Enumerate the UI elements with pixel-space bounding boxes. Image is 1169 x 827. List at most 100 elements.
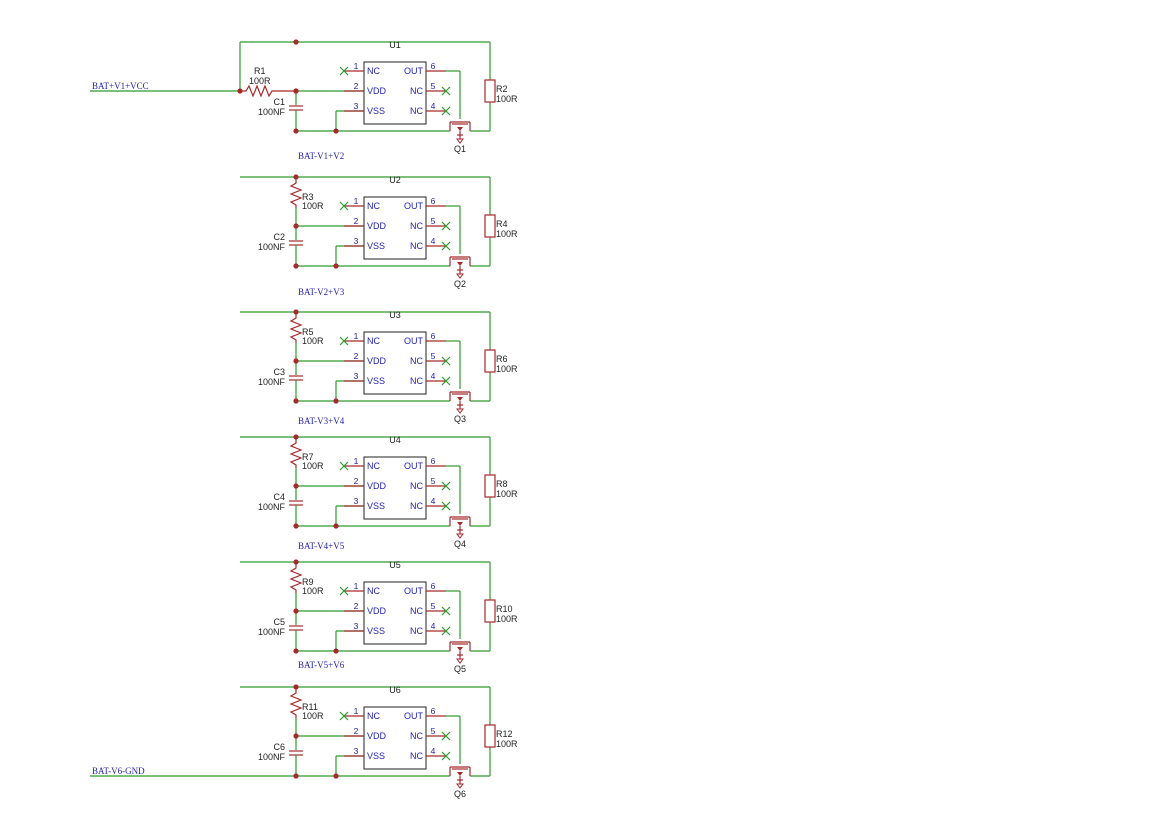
cap-ref: C3 xyxy=(273,367,285,377)
junction-dot xyxy=(293,684,299,690)
mosfet-arrow-icon xyxy=(456,138,464,144)
pin-name-left: VDD xyxy=(367,606,387,616)
no-connect-icon xyxy=(339,461,349,471)
pin-name-left: NC xyxy=(367,201,380,211)
mosfet-diode-icon xyxy=(457,647,463,651)
mosfet-arrow-icon xyxy=(456,658,464,664)
pin-num-left: 3 xyxy=(354,101,359,111)
resistor-r11 xyxy=(289,690,303,718)
input-net: BAT+V1+VCC xyxy=(90,81,240,92)
resistor-r12 xyxy=(484,724,496,748)
pin-num-left: 1 xyxy=(354,61,359,71)
junction-dot xyxy=(293,263,299,269)
junction-dot xyxy=(237,88,243,94)
resistor-r1: R1 100R xyxy=(240,66,296,98)
rin-value: 100R xyxy=(302,586,324,596)
rout-ref: R6 xyxy=(496,354,508,364)
cap-ref: C1 xyxy=(273,97,285,107)
pin-num-right: 6 xyxy=(431,61,436,71)
rin-ref: R5 xyxy=(302,327,314,337)
pin-name-right: OUT xyxy=(404,66,424,76)
pin-name-right: NC xyxy=(410,241,423,251)
rout-value: 100R xyxy=(496,614,518,624)
pin-name-left: NC xyxy=(367,66,380,76)
junction-dot xyxy=(293,398,299,404)
pin-num-left: 1 xyxy=(354,706,359,716)
cap-ref: C6 xyxy=(273,742,285,752)
pin-num-right: 6 xyxy=(431,196,436,206)
rin-value: 100R xyxy=(302,711,324,721)
pin-name-left: VSS xyxy=(367,751,385,761)
r1-value: 100R xyxy=(249,76,271,86)
rout-value: 100R xyxy=(496,94,518,104)
net-label-ground: BAT-V6-GND xyxy=(92,766,145,776)
no-connect-icon xyxy=(339,711,349,721)
pin-num-right: 6 xyxy=(431,331,436,341)
junction-dot xyxy=(293,608,299,614)
cap-value: 100NF xyxy=(258,752,286,762)
mosfet-diode-icon xyxy=(457,262,463,266)
pin-name-right: OUT xyxy=(404,201,424,211)
net-label-tap-5: BAT-V5+V6 xyxy=(298,660,345,670)
pin-num-right: 4 xyxy=(431,236,436,246)
no-connect-icon xyxy=(339,336,349,346)
junction-dot xyxy=(293,559,299,565)
net-label-tap-3: BAT-V3+V4 xyxy=(298,416,345,426)
r1-ref: R1 xyxy=(254,66,266,76)
no-connect-icon xyxy=(441,106,451,116)
junction-dot xyxy=(293,648,299,654)
pin-num-right: 5 xyxy=(431,351,436,361)
ic-ref: U5 xyxy=(389,560,401,570)
junction-dot xyxy=(293,773,299,779)
transistor-ref: Q6 xyxy=(454,789,466,799)
junction-dot xyxy=(293,174,299,180)
rin-value: 100R xyxy=(302,461,324,471)
pin-num-left: 1 xyxy=(354,456,359,466)
no-connect-icon xyxy=(441,751,451,761)
pin-name-left: NC xyxy=(367,336,380,346)
pin-name-right: NC xyxy=(410,751,423,761)
rout-ref: R12 xyxy=(496,729,513,739)
ic-u5 xyxy=(363,581,427,645)
pin-name-left: VSS xyxy=(367,501,385,511)
pin-num-left: 3 xyxy=(354,236,359,246)
transistor-ref: Q4 xyxy=(454,539,466,549)
pin-num-right: 4 xyxy=(431,496,436,506)
junction-dot xyxy=(333,263,339,269)
no-connect-icon xyxy=(339,201,349,211)
resistor-r9 xyxy=(289,565,303,593)
rin-ref: R3 xyxy=(302,192,314,202)
transistor-ref: Q2 xyxy=(454,279,466,289)
pin-num-left: 3 xyxy=(354,621,359,631)
ic-u1 xyxy=(363,61,427,125)
no-connect-icon xyxy=(441,481,451,491)
transistor-q1 xyxy=(449,121,471,144)
no-connect-icon xyxy=(441,221,451,231)
ic-ref: U1 xyxy=(389,40,401,50)
rout-ref: R4 xyxy=(496,219,508,229)
rin-value: 100R xyxy=(302,201,324,211)
pin-num-left: 3 xyxy=(354,371,359,381)
transistor-ref: Q3 xyxy=(454,414,466,424)
rout-ref: R10 xyxy=(496,604,513,614)
pin-name-right: NC xyxy=(410,606,423,616)
pin-name-left: VDD xyxy=(367,731,387,741)
resistor-r10 xyxy=(484,599,496,623)
cap-ref: C4 xyxy=(273,492,285,502)
transistor-q2 xyxy=(449,256,471,279)
pin-name-right: NC xyxy=(410,221,423,231)
pin-num-right: 5 xyxy=(431,81,436,91)
pin-num-right: 5 xyxy=(431,601,436,611)
junction-dot xyxy=(333,128,339,134)
pin-name-right: NC xyxy=(410,731,423,741)
transistor-q6 xyxy=(449,766,471,789)
ic-u4 xyxy=(363,456,427,520)
junction-dot xyxy=(293,223,299,229)
pin-num-right: 4 xyxy=(431,101,436,111)
junction-dot xyxy=(293,733,299,739)
pin-num-left: 1 xyxy=(354,331,359,341)
pin-num-left: 2 xyxy=(354,216,359,226)
rout-value: 100R xyxy=(496,739,518,749)
pin-name-left: NC xyxy=(367,711,380,721)
